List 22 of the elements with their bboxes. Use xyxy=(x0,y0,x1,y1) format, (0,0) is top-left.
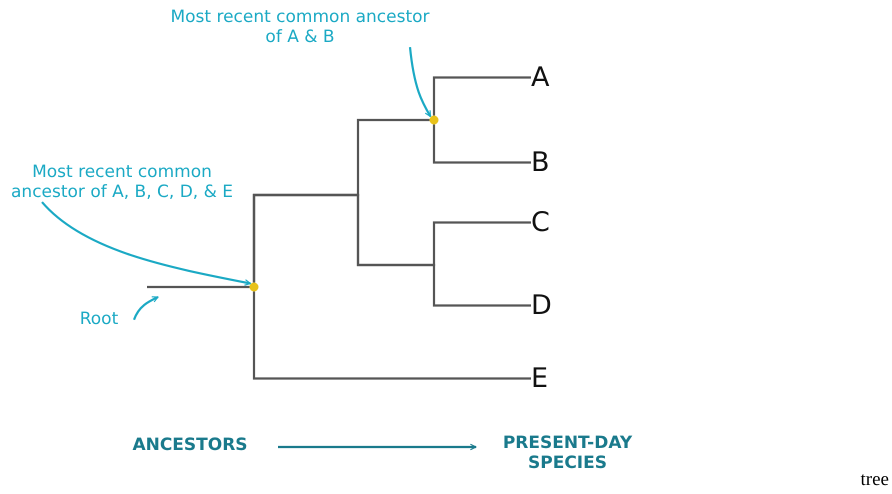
leader-arrow xyxy=(132,296,159,320)
branch-line xyxy=(432,124,531,164)
branch-line xyxy=(252,292,531,380)
species-label: A xyxy=(531,62,550,94)
branch-line xyxy=(252,118,430,282)
callout-text: Most recent common ancestor of A, B, C, D, & E xyxy=(2,163,242,202)
leader-arrow xyxy=(408,46,432,118)
species-label: C xyxy=(531,207,550,238)
species-label: D xyxy=(531,290,552,322)
species-label: B xyxy=(531,147,550,178)
branch-line xyxy=(432,76,531,116)
root-label: Root xyxy=(64,310,134,330)
ancestor-dot xyxy=(430,116,438,124)
arrow xyxy=(278,444,477,450)
species-label: E xyxy=(531,363,548,394)
figure-note: tree xyxy=(860,469,889,491)
callout-text: Most recent common ancestor of A & B xyxy=(160,8,440,48)
leader-arrow xyxy=(41,201,252,286)
axis-label: ANCESTORS xyxy=(110,436,270,456)
axis-label: PRESENT-DAY SPECIES xyxy=(480,434,655,474)
ancestor-dot xyxy=(250,282,258,292)
branch-line xyxy=(147,286,250,288)
